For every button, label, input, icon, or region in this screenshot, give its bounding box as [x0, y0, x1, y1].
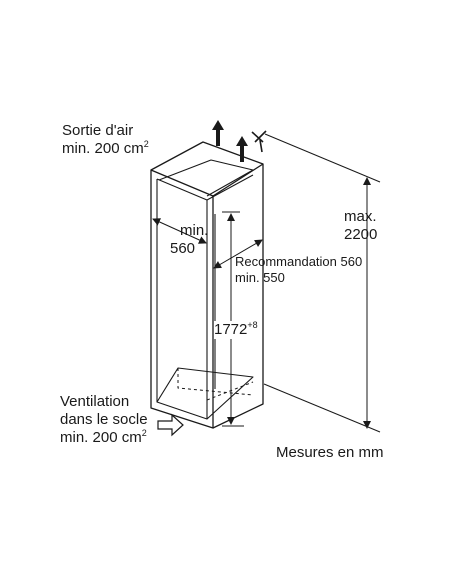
depth-recommendation-label: Recommandation 560 min. 550 — [235, 254, 363, 285]
max-height-dimension — [263, 133, 381, 433]
air-outlet-min: min. 200 cm2 — [62, 139, 149, 158]
inner-height-label: 1772+8 — [214, 320, 258, 339]
angle-symbol — [251, 130, 267, 153]
air-outlet-arrows — [212, 120, 248, 162]
width-dimension — [152, 218, 207, 244]
air-outlet-label: Sortie d'air min. 200 cm2 — [62, 122, 149, 158]
ventilation-label: Ventilation dans le socle min. 200 cm2 — [60, 393, 148, 446]
depth-dimension — [213, 239, 263, 269]
niche-inner — [156, 159, 254, 420]
niche-width-label: min. 560 — [170, 222, 209, 257]
max-height-label: max. 2200 — [344, 208, 378, 243]
inner-height-dimension — [222, 211, 244, 427]
units-note: Mesures en mm — [276, 444, 384, 461]
ventilation-arrow-icon — [157, 413, 184, 437]
air-outlet-title: Sortie d'air — [62, 122, 134, 139]
